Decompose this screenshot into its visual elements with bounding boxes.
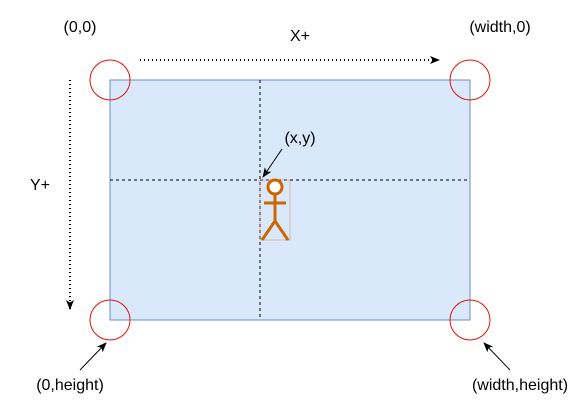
bottom-left-pointer-arrow [79,342,107,371]
person-icon [259,178,291,241]
bottom-right-pointer-arrow [483,342,511,371]
point-pointer-arrow [262,148,283,178]
label-point: (x,y) [284,130,315,147]
corner-marker-bottom-right [449,299,491,341]
label-top-right: (width,0) [469,19,530,36]
label-top-left: (0,0) [64,19,97,36]
corner-marker-top-left [89,59,131,101]
label-bottom-left: (0,height) [36,377,104,394]
corner-marker-bottom-left [89,299,131,341]
label-bottom-right: (width,height) [472,377,568,394]
label-y-axis: Y+ [30,177,50,194]
corner-marker-top-right [449,59,491,101]
label-x-axis: X+ [290,28,310,45]
